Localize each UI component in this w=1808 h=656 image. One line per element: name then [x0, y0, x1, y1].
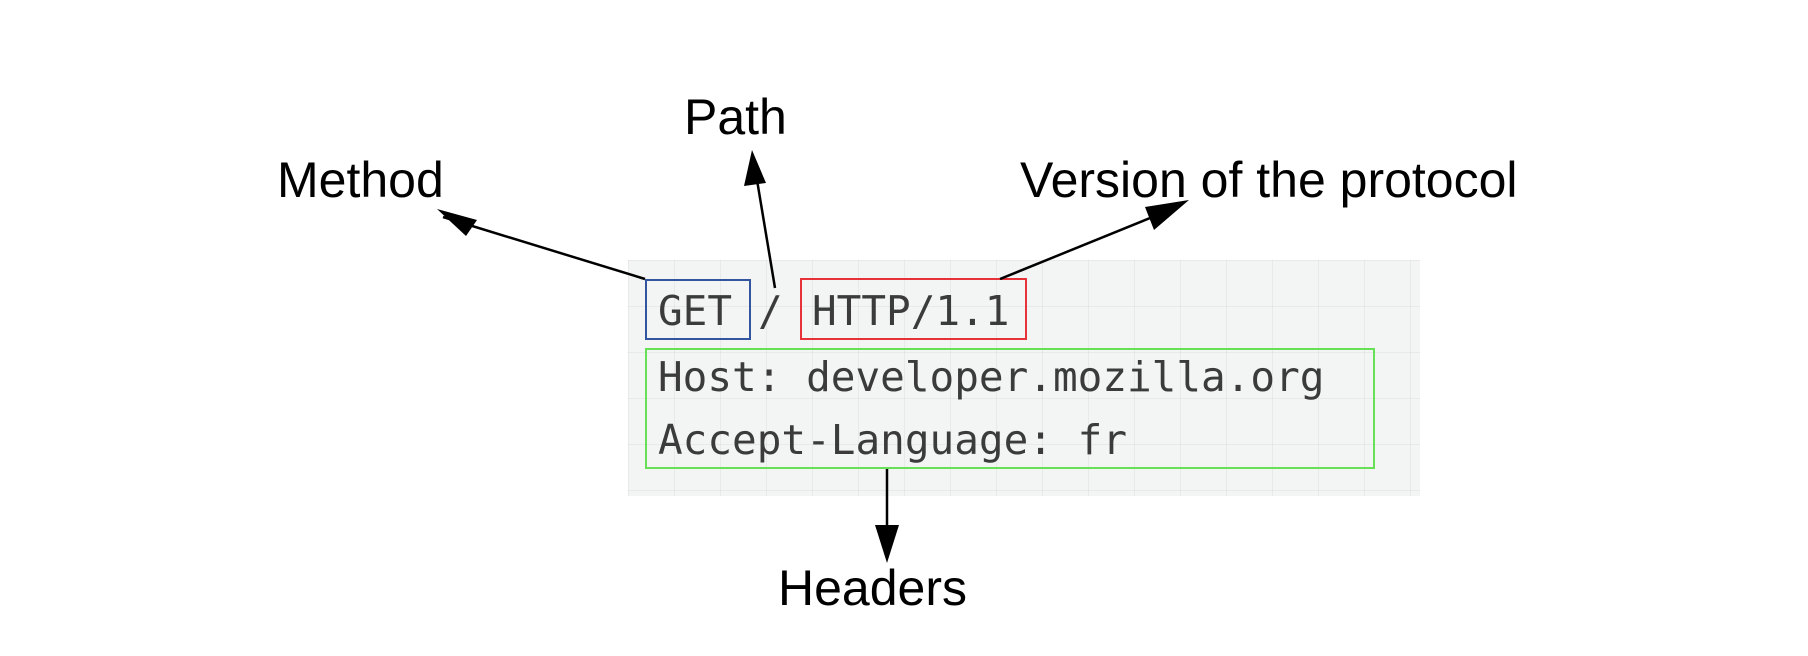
request-header-line: Host: developer.mozilla.org: [658, 353, 1325, 401]
request-path-code: /: [758, 287, 783, 335]
method-label: Method: [277, 152, 444, 208]
headers-arrowhead: [875, 525, 899, 563]
headers-highlight-box: [645, 348, 1375, 469]
headers-label: Headers: [778, 560, 967, 616]
request-panel: [628, 260, 1420, 496]
method-arrowhead: [437, 209, 477, 236]
request-version-code: HTTP/1.1: [812, 287, 1010, 335]
request-header-line: Accept-Language: fr: [658, 416, 1127, 464]
method-arrow: [442, 215, 646, 281]
path-label: Path: [684, 89, 787, 145]
method-highlight-box: [645, 279, 751, 340]
path-arrowhead: [744, 150, 766, 186]
version-label: Version of the protocol: [1020, 152, 1518, 208]
version-highlight-box: [800, 278, 1027, 340]
request-method-code: GET: [658, 287, 733, 335]
